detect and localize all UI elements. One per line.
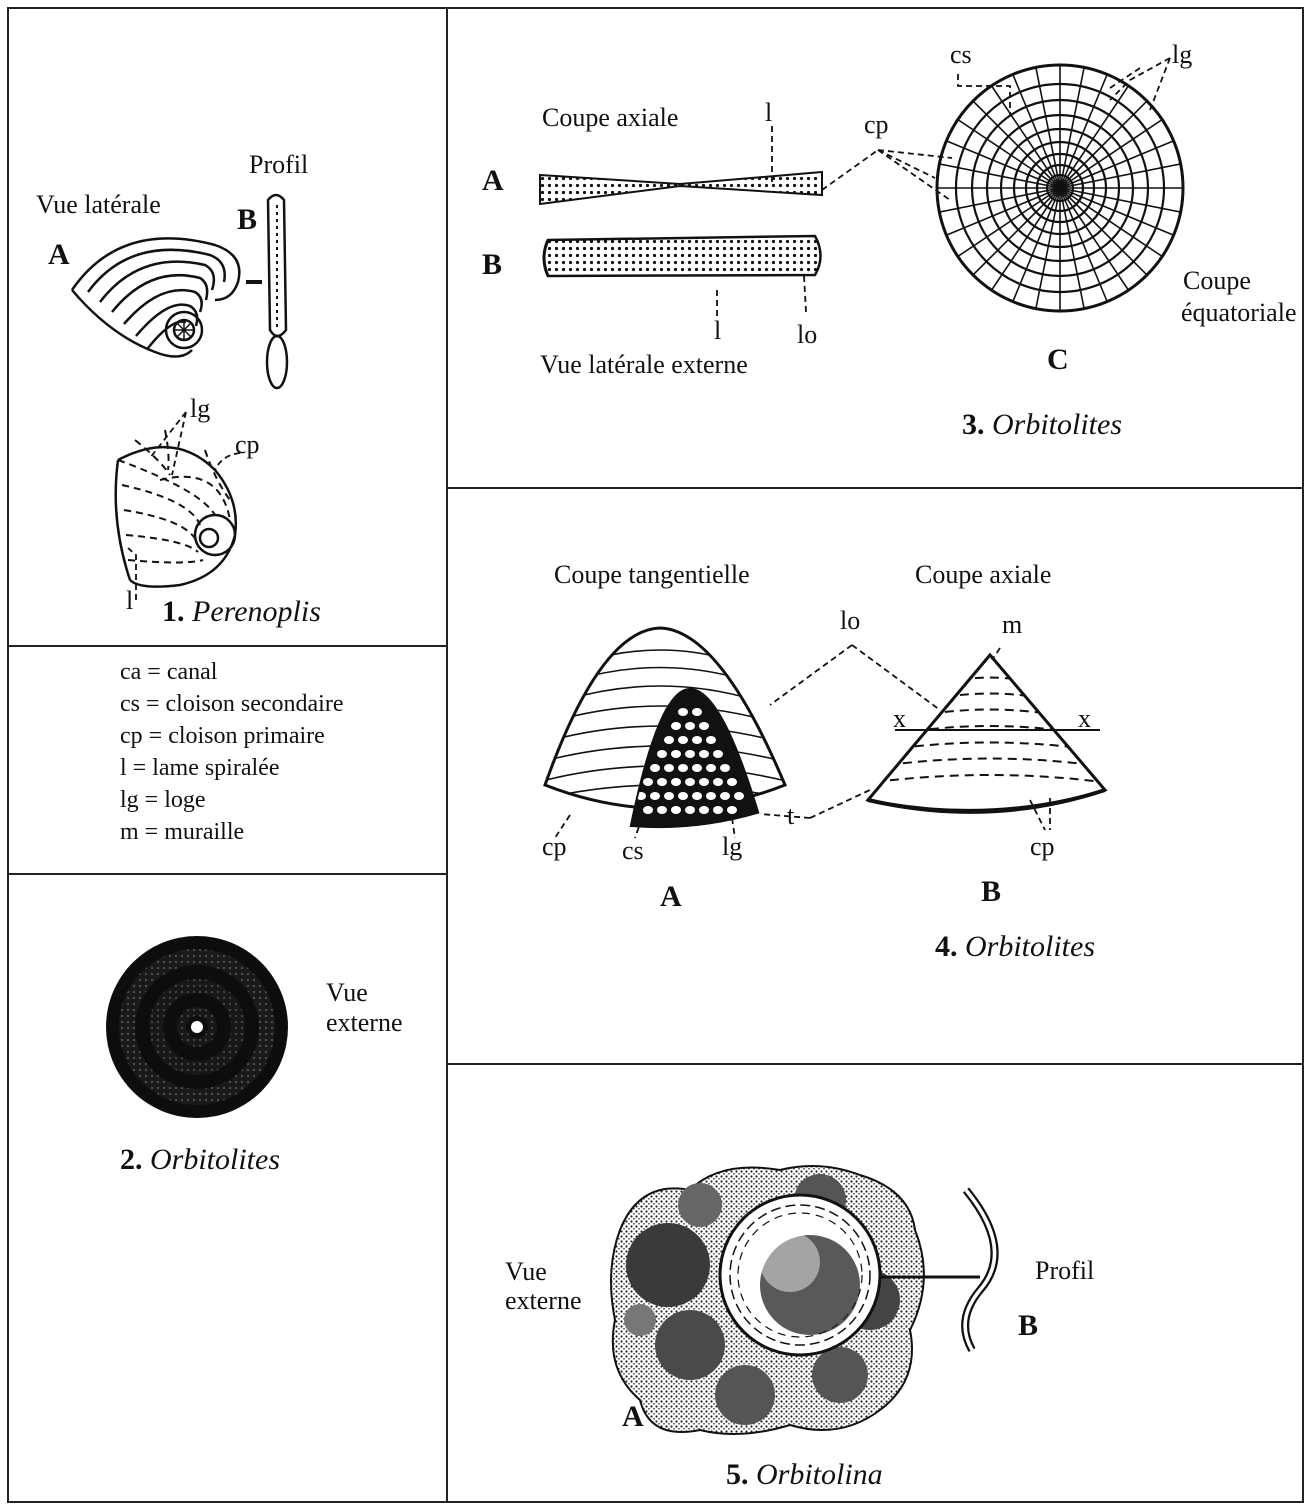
fig4-lo-label: lo xyxy=(840,608,860,634)
fig1-leaders xyxy=(128,412,240,600)
fig3-l-bottom-label: l xyxy=(714,318,721,344)
fig3-equatoriale-label: équatoriale xyxy=(1181,300,1297,326)
fig2-disc xyxy=(106,936,288,1118)
legend-item: cs = cloison secondaire xyxy=(120,688,343,720)
fig1-profile xyxy=(267,195,287,388)
fig2-caption-num: 2. xyxy=(120,1143,143,1176)
fig1-cp-label: cp xyxy=(235,432,260,458)
fig4-cs-label: cs xyxy=(622,838,644,864)
fig2-externe-label: externe xyxy=(326,1010,403,1036)
fig5-vue-label: Vue xyxy=(505,1259,547,1285)
fig3-l-top-label: l xyxy=(765,100,772,126)
fig4-letter-a: A xyxy=(660,882,682,912)
fig3-lg-label: lg xyxy=(1172,42,1192,68)
fig5-caption-genus: Orbitolina xyxy=(756,1458,883,1491)
fig3-lo-label: lo xyxy=(797,322,817,348)
fig1-lg-label: lg xyxy=(190,396,210,422)
fig1-letter-b: B xyxy=(237,205,257,235)
fig4-lg-label: lg xyxy=(722,834,742,860)
fig5-fossil xyxy=(611,1166,924,1434)
fig4-cone-b xyxy=(868,655,1105,812)
fig2-vue-label: Vue xyxy=(326,980,368,1006)
fig3-caption-num: 3. xyxy=(962,408,985,441)
fig1-lateral-view xyxy=(72,238,239,356)
fig5-letter-a: A xyxy=(622,1402,644,1432)
fig1-caption-num: 1. xyxy=(162,595,185,628)
fig4-caption-genus: Orbitolites xyxy=(965,930,1095,963)
fig1-caption-genus: Perenoplis xyxy=(192,595,321,628)
fig5-profil-label: Profil xyxy=(1035,1258,1094,1284)
fig5-externe-label: externe xyxy=(505,1288,582,1314)
fig1-l-label: l xyxy=(126,588,133,614)
fig3-caption: 3. Orbitolites xyxy=(962,410,1122,440)
fig3-letter-a: A xyxy=(482,166,504,196)
fig1-caption: 1. Perenoplis xyxy=(162,597,321,627)
fig3-letter-c: C xyxy=(1047,345,1069,375)
fig1-profil-label: Profil xyxy=(249,152,308,178)
fig4-t-label: t xyxy=(787,803,794,829)
fig5-caption: 5. Orbitolina xyxy=(726,1460,883,1490)
fig3-external-view xyxy=(544,236,821,276)
fig3-cp-label: cp xyxy=(864,112,889,138)
fig4-x-right-label: x xyxy=(1078,706,1091,732)
fig2-caption-genus: Orbitolites xyxy=(150,1143,280,1176)
fig3-cs-label: cs xyxy=(950,42,972,68)
fig1-section xyxy=(116,430,236,587)
fig3-equatorial-disc xyxy=(932,60,1188,316)
fig4-caption: 4. Orbitolites xyxy=(935,932,1095,962)
fig2-caption: 2. Orbitolites xyxy=(120,1145,280,1175)
fig1-vue-laterale-label: Vue latérale xyxy=(36,192,161,218)
fig4-cp-left-label: cp xyxy=(542,834,567,860)
fig5-letter-b: B xyxy=(1018,1311,1038,1341)
fig3-vue-laterale-externe-label: Vue latérale externe xyxy=(540,352,748,378)
fig4-x-left-label: x xyxy=(893,706,906,732)
fig5-profile xyxy=(965,1190,994,1350)
fig1-letter-a: A xyxy=(48,240,70,270)
legend-list: ca = canal cs = cloison secondaire cp = … xyxy=(120,656,343,848)
fig3-coupe-axiale-label: Coupe axiale xyxy=(542,105,678,131)
fig4-coupe-tangentielle-label: Coupe tangentielle xyxy=(554,562,750,588)
fig4-cp-right-label: cp xyxy=(1030,834,1055,860)
fig4-coupe-axiale-label: Coupe axiale xyxy=(915,562,1051,588)
legend-item: ca = canal xyxy=(120,656,343,688)
fig5-caption-num: 5. xyxy=(726,1458,749,1491)
fig3-letter-b: B xyxy=(482,250,502,280)
fig3-axial-section xyxy=(540,172,822,204)
legend-item: m = muraille xyxy=(120,816,343,848)
fig4-letter-b: B xyxy=(981,877,1001,907)
fig4-caption-num: 4. xyxy=(935,930,958,963)
fig4-m-label: m xyxy=(1002,612,1022,638)
legend-item: lg = loge xyxy=(120,784,343,816)
fig3-caption-genus: Orbitolites xyxy=(992,408,1122,441)
fig3-coupe-label: Coupe xyxy=(1183,268,1251,294)
legend-item: cp = cloison primaire xyxy=(120,720,343,752)
legend-item: l = lame spiralée xyxy=(120,752,343,784)
fig4-cone-a xyxy=(545,628,785,833)
